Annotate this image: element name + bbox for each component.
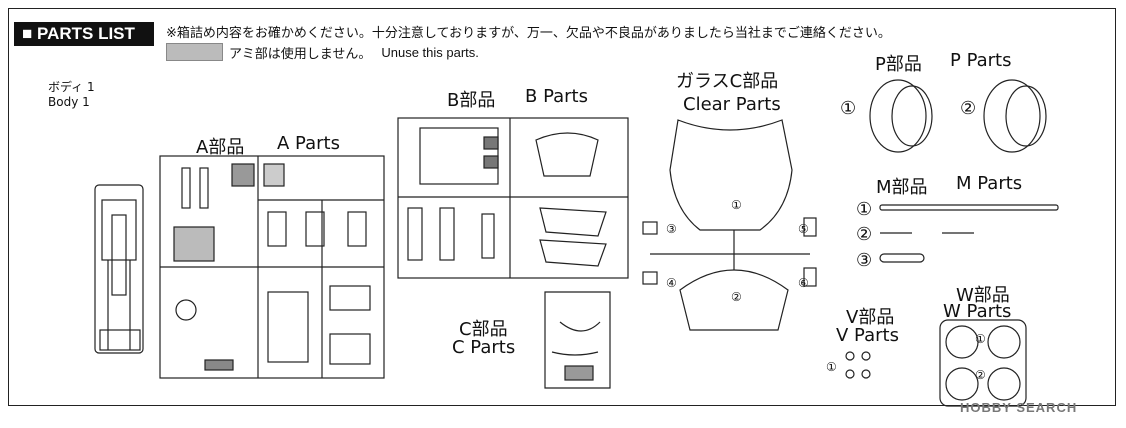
w-part-1-num: ① xyxy=(975,332,986,346)
w-parts-jp: W部品 xyxy=(956,285,1010,306)
m-part-1-num: ① xyxy=(856,199,873,220)
clear-part-6-num: ⑥ xyxy=(798,276,809,290)
watermark-logo: HOBBY SEARCH xyxy=(960,400,1078,415)
clear-part-5-num: ⑤ xyxy=(798,222,809,236)
body-drawing xyxy=(94,184,144,354)
c-parts-en: C Parts xyxy=(452,337,516,358)
m-parts-en: M Parts xyxy=(956,173,1023,194)
w-part-2-num: ② xyxy=(975,368,986,382)
m-part-2-num: ② xyxy=(856,224,873,245)
m-parts-drawing xyxy=(879,204,1059,263)
unuse-legend: アミ部は使用しません。 Unuse this parts. xyxy=(166,43,479,62)
p-part-2-num: ② xyxy=(960,98,977,119)
c-sprue-drawing xyxy=(544,291,611,389)
p-parts-jp: P部品 xyxy=(875,54,922,75)
unuse-jp: アミ部は使用しません。 xyxy=(229,46,372,62)
c-parts-jp: C部品 xyxy=(459,319,508,340)
clear-part-4-num: ④ xyxy=(666,276,677,290)
unuse-swatch xyxy=(166,43,223,61)
p-tires-drawing xyxy=(869,79,1047,153)
m-part-3-num: ③ xyxy=(856,250,873,271)
clear-parts-drawing xyxy=(642,119,817,331)
v-parts-drawing xyxy=(845,351,871,379)
a-sprue-drawing xyxy=(159,155,385,379)
v-part-1-num: ① xyxy=(826,360,837,374)
clear-part-2-num: ② xyxy=(731,290,742,304)
v-parts-jp: V部品 xyxy=(846,307,895,328)
body-en-label: Body 1 xyxy=(48,95,90,109)
notice-text: ※箱詰め内容をお確かめください。十分注意しておりますが、万一、欠品や不良品があり… xyxy=(166,26,891,41)
p-parts-en: P Parts xyxy=(950,50,1012,71)
unuse-en: Unuse this parts. xyxy=(381,44,479,60)
parts-list-title: ■ PARTS LIST xyxy=(14,22,154,46)
b-sprue-drawing xyxy=(397,117,629,279)
clear-part-1-num: ① xyxy=(731,198,742,212)
a-parts-jp: A部品 xyxy=(196,137,245,158)
w-parts-drawing xyxy=(939,319,1027,407)
body-jp-label: ボディ 1 xyxy=(48,80,95,94)
b-parts-jp: B部品 xyxy=(447,90,496,111)
glass-parts-en: Clear Parts xyxy=(683,94,781,115)
m-parts-jp: M部品 xyxy=(876,177,928,198)
glass-parts-jp: ガラスC部品 xyxy=(676,71,779,92)
clear-part-3-num: ③ xyxy=(666,222,677,236)
b-parts-en: B Parts xyxy=(525,86,588,107)
p-part-1-num: ① xyxy=(840,98,857,119)
parts-list-frame xyxy=(8,8,1116,406)
w-parts-en: W Parts xyxy=(943,301,1012,322)
v-parts-en: V Parts xyxy=(836,325,899,346)
a-parts-en: A Parts xyxy=(277,133,340,154)
